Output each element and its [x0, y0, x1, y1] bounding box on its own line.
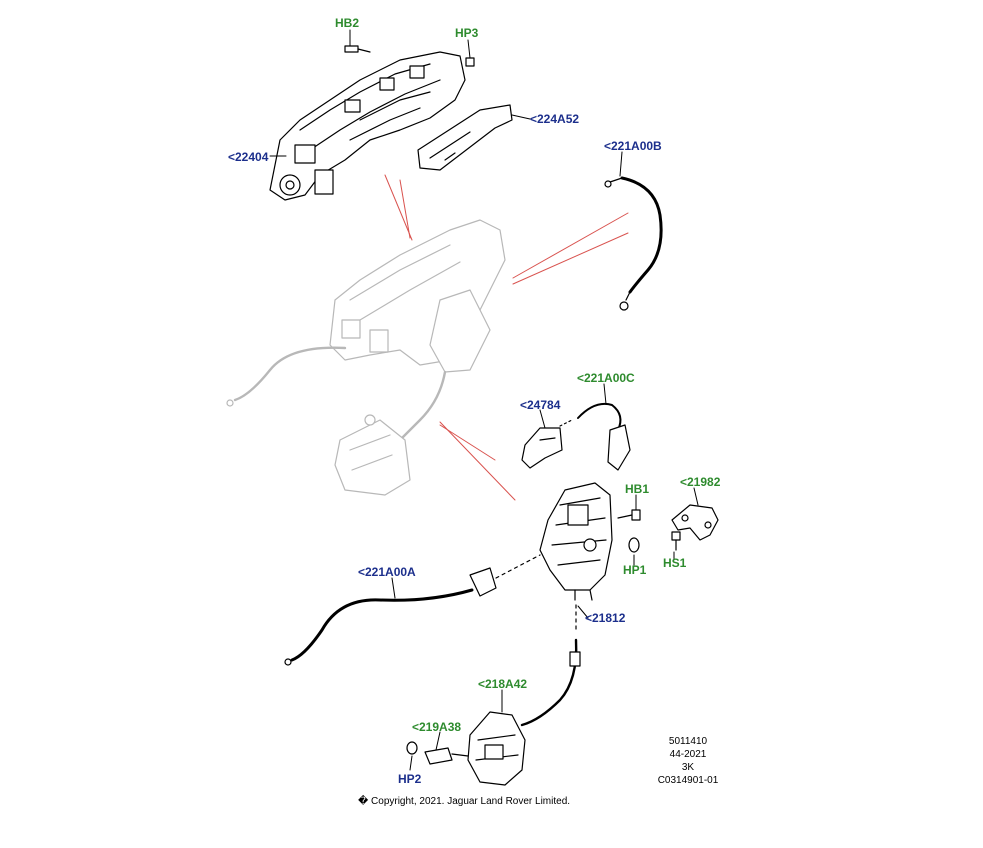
label-24784[interactable]: <24784 [520, 398, 561, 412]
label-hs1[interactable]: HS1 [663, 556, 687, 570]
connector-219a38[interactable] [424, 747, 469, 765]
label-218a42[interactable]: <218A42 [478, 677, 528, 691]
label-219a38[interactable]: <219A38 [412, 720, 462, 734]
info-line-1: 5011410 [668, 736, 708, 747]
outer-handle-assembly[interactable] [269, 51, 466, 201]
plug-hp2[interactable] [406, 741, 418, 755]
label-hb2[interactable]: HB2 [335, 16, 360, 30]
striker-21982[interactable] [671, 504, 719, 541]
reference-assembly-ghost [226, 219, 506, 496]
plug-hp3[interactable] [465, 57, 475, 67]
label-hp3[interactable]: HP3 [455, 26, 479, 40]
label-hp1[interactable]: HP1 [623, 563, 647, 577]
label-21982[interactable]: <21982 [680, 475, 721, 489]
label-221a00b[interactable]: <221A00B [604, 139, 662, 153]
cable-221a00c[interactable] [577, 402, 631, 471]
label-leaders [269, 29, 699, 771]
label-221a00a[interactable]: <221A00A [358, 565, 416, 579]
door-latch-21812[interactable] [539, 482, 613, 601]
leader-lines [384, 174, 629, 501]
label-hb1[interactable]: HB1 [625, 482, 650, 496]
info-line-3: 3K [681, 762, 695, 773]
info-line-2: 44-2021 [669, 749, 707, 760]
cable-221a00b[interactable] [604, 176, 663, 311]
label-21812[interactable]: <21812 [585, 611, 626, 625]
info-line-4: C0314901-01 [657, 775, 719, 786]
label-hp2[interactable]: HP2 [398, 772, 422, 786]
actuator-218a42[interactable] [467, 711, 526, 786]
bracket-24784[interactable] [521, 419, 573, 469]
handle-gasket[interactable] [417, 104, 513, 171]
copyright-notice: � Copyright, 2021. Jaguar Land Rover Lim… [358, 796, 571, 807]
illustration-info: 5011410 44-2021 3K C0314901-01 [648, 735, 728, 787]
bolt-hb1[interactable] [617, 509, 641, 521]
cable-latch-to-actuator[interactable] [520, 604, 581, 727]
label-22404[interactable]: <22404 [228, 150, 269, 164]
bolt-hb2[interactable] [344, 45, 371, 53]
plug-hp1[interactable] [628, 537, 640, 553]
cable-221a00a[interactable] [284, 554, 541, 666]
label-221a00c[interactable]: <221A00C [577, 371, 635, 385]
screw-hs1[interactable] [671, 531, 681, 551]
label-224a52[interactable]: <224A52 [530, 112, 580, 126]
